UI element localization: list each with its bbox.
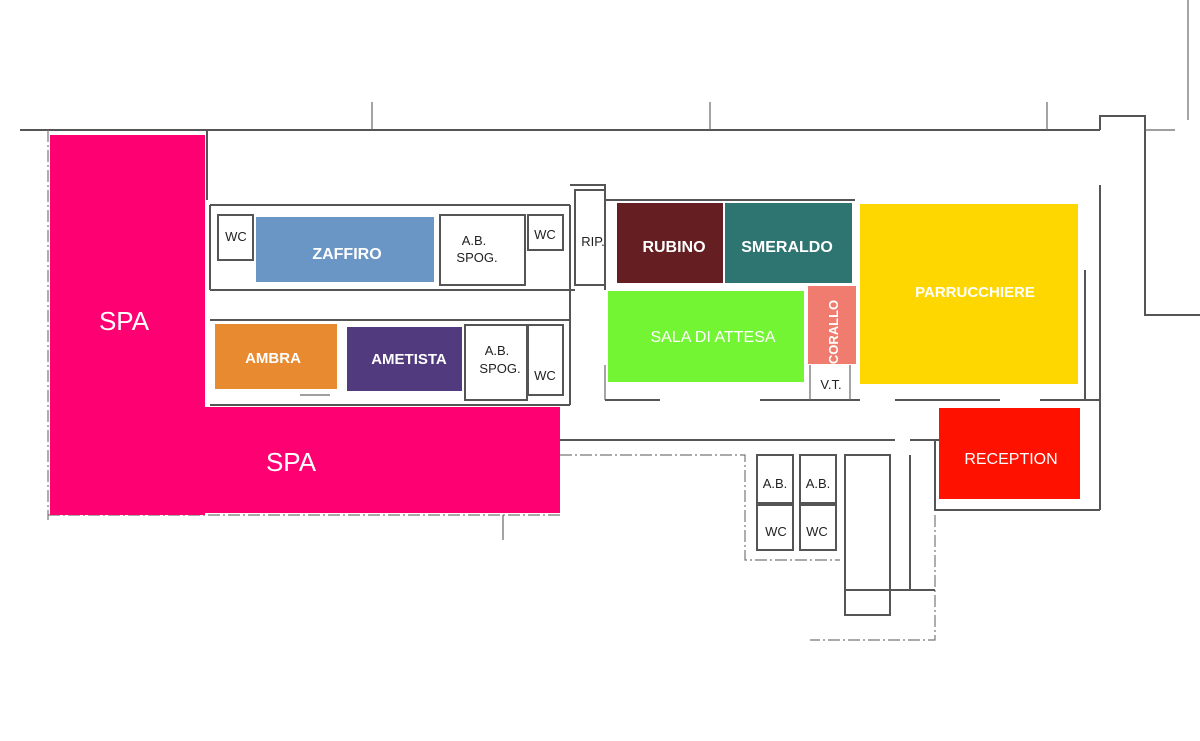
corallo-room: [808, 286, 856, 364]
reception-label: RECEPTION: [964, 451, 1057, 468]
spa-room-horizontal: [200, 407, 560, 513]
wc-label-4: WC: [765, 524, 787, 539]
sala-di-attesa-room: [608, 291, 804, 382]
wc-label-3: WC: [534, 368, 556, 383]
rubino-label: RUBINO: [642, 239, 705, 256]
ab-spog-label-1-line1: A.B.: [462, 233, 487, 248]
ab-spog-label-2-line1: A.B.: [485, 343, 510, 358]
ab-spog-label-1-line2: SPOG.: [456, 250, 497, 265]
ametista-label: AMETISTA: [371, 351, 447, 368]
spa-room-vertical: [50, 135, 205, 515]
spa-label-horizontal: SPA: [266, 447, 317, 477]
reception-room: [939, 408, 1080, 499]
corallo-label: CORALLO: [826, 300, 841, 364]
smeraldo-label: SMERALDO: [741, 239, 833, 256]
smeraldo-room: [725, 203, 852, 283]
zaffiro-room: [256, 217, 434, 282]
ab-spog-label-2-line2: SPOG.: [479, 361, 520, 376]
rubino-room: [617, 203, 723, 283]
ametista-room: [347, 327, 462, 391]
wc-label-2: WC: [534, 227, 556, 242]
wc-label-5: WC: [806, 524, 828, 539]
parrucchiere-label: PARRUCCHIERE: [915, 284, 1035, 301]
vt-label: V.T.: [820, 377, 841, 392]
rip-label: RIP.: [581, 234, 605, 249]
zaffiro-label: ZAFFIRO: [312, 246, 381, 263]
ab-label-4: A.B.: [806, 476, 831, 491]
sala-di-attesa-label: SALA DI ATTESA: [650, 329, 775, 346]
parrucchiere-room: [860, 204, 1078, 384]
ambra-label: AMBRA: [245, 350, 301, 367]
building-walls: [20, 0, 1200, 641]
ambra-room: [215, 324, 337, 389]
spa-label-vertical: SPA: [99, 306, 150, 336]
wc-label-1: WC: [225, 229, 247, 244]
ab-label-3: A.B.: [763, 476, 788, 491]
